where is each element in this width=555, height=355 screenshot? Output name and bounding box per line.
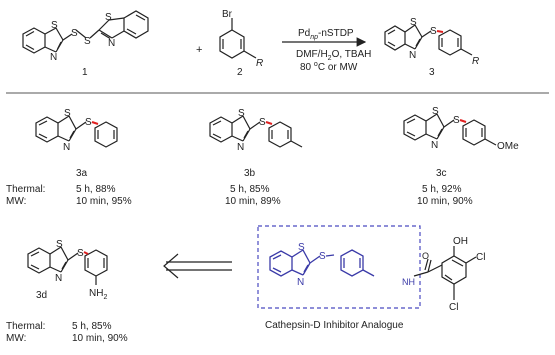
disulfide-atoms: S N S S S N 1 [50, 12, 115, 78]
analogue-highlight-box [257, 225, 421, 309]
chlorine-atom: Cl [476, 252, 485, 263]
new-cs-bond [459, 119, 467, 123]
atom-n: N [63, 142, 70, 153]
solvent-text: DMF/H2O, TBAH [296, 49, 371, 62]
atom-s: S [453, 115, 460, 126]
product-label: 3 [429, 67, 435, 78]
new-cs-bond [436, 30, 444, 33]
thermal-yield: 5 h, 85% [230, 184, 270, 195]
atom-s: S [71, 28, 78, 39]
atom-s: S [410, 17, 417, 28]
atom-n: N [297, 277, 304, 288]
atom-s: S [319, 251, 326, 262]
aryl-bromide-reactant [219, 18, 257, 59]
plus-sign: + [196, 44, 202, 56]
thermal-yield: 5 h, 92% [422, 184, 462, 195]
atom-n: N [431, 140, 438, 151]
product-label: 3b [244, 168, 256, 179]
atom-s: S [64, 108, 71, 119]
atom-s: S [51, 20, 58, 31]
mw-label: MW: [6, 196, 26, 207]
atom-s: S [56, 239, 63, 250]
atom-s: S [298, 242, 305, 253]
new-cs-bond [83, 251, 89, 255]
atom-r: R [256, 58, 263, 69]
new-cs-bond [91, 121, 99, 125]
product-3c [403, 113, 497, 146]
atom-n: N [50, 52, 57, 63]
atom-s: S [238, 108, 245, 119]
amine-group: NH2 [89, 288, 107, 301]
atom-r: R [472, 56, 479, 67]
methoxy-group: OMe [497, 141, 519, 152]
mw-label: MW: [6, 333, 26, 344]
atom-s: S [430, 26, 437, 37]
product-3a [35, 115, 118, 148]
new-cs-bond [265, 121, 273, 125]
retro-arrow [163, 253, 232, 279]
reactant2-label: 2 [237, 67, 243, 78]
hydroxyl-group: OH [453, 236, 468, 247]
atom-s: S [85, 117, 92, 128]
carbonyl-o: O [422, 251, 429, 261]
analogue-salicyl-ring [413, 246, 477, 300]
atom-n: N [409, 50, 416, 61]
analogue-blue-core [269, 249, 375, 277]
atom-s: S [432, 106, 439, 117]
mw-yield: 10 min, 89% [225, 196, 281, 207]
atom-br: Br [222, 9, 233, 20]
amide-nh: NH [402, 277, 415, 287]
general-product [384, 24, 473, 56]
thermal-label: Thermal: [6, 321, 45, 332]
mw-yield: 10 min, 95% [76, 196, 132, 207]
mw-yield: 10 min, 90% [72, 333, 128, 344]
atom-s: S [259, 117, 266, 128]
temperature-text: 80 oC or MW [300, 61, 358, 73]
thermal-yield: 5 h, 85% [72, 321, 112, 332]
atom-s: S [84, 36, 91, 47]
analogue-caption: Cathepsin-D Inhibitor Analogue [265, 320, 404, 331]
chlorine-atom: Cl [449, 302, 458, 313]
thermal-label: Thermal: [6, 184, 45, 195]
product-label: 3d [36, 290, 47, 301]
atom-n: N [237, 142, 244, 153]
atom-s: S [105, 12, 112, 23]
product-label: 3c [436, 168, 447, 179]
atom-s: S [77, 248, 84, 259]
thermal-yield: 5 h, 88% [76, 184, 116, 195]
atom-n: N [108, 38, 115, 49]
catalyst-text: Pdnp-nSTDP [298, 28, 354, 41]
reactant1-label: 1 [82, 67, 88, 78]
product-3b [209, 115, 303, 148]
disulfide-reactant [22, 10, 149, 54]
product-label: 3a [76, 168, 88, 179]
product-3d [27, 246, 108, 285]
mw-yield: 10 min, 90% [417, 196, 473, 207]
atom-n: N [55, 273, 62, 284]
